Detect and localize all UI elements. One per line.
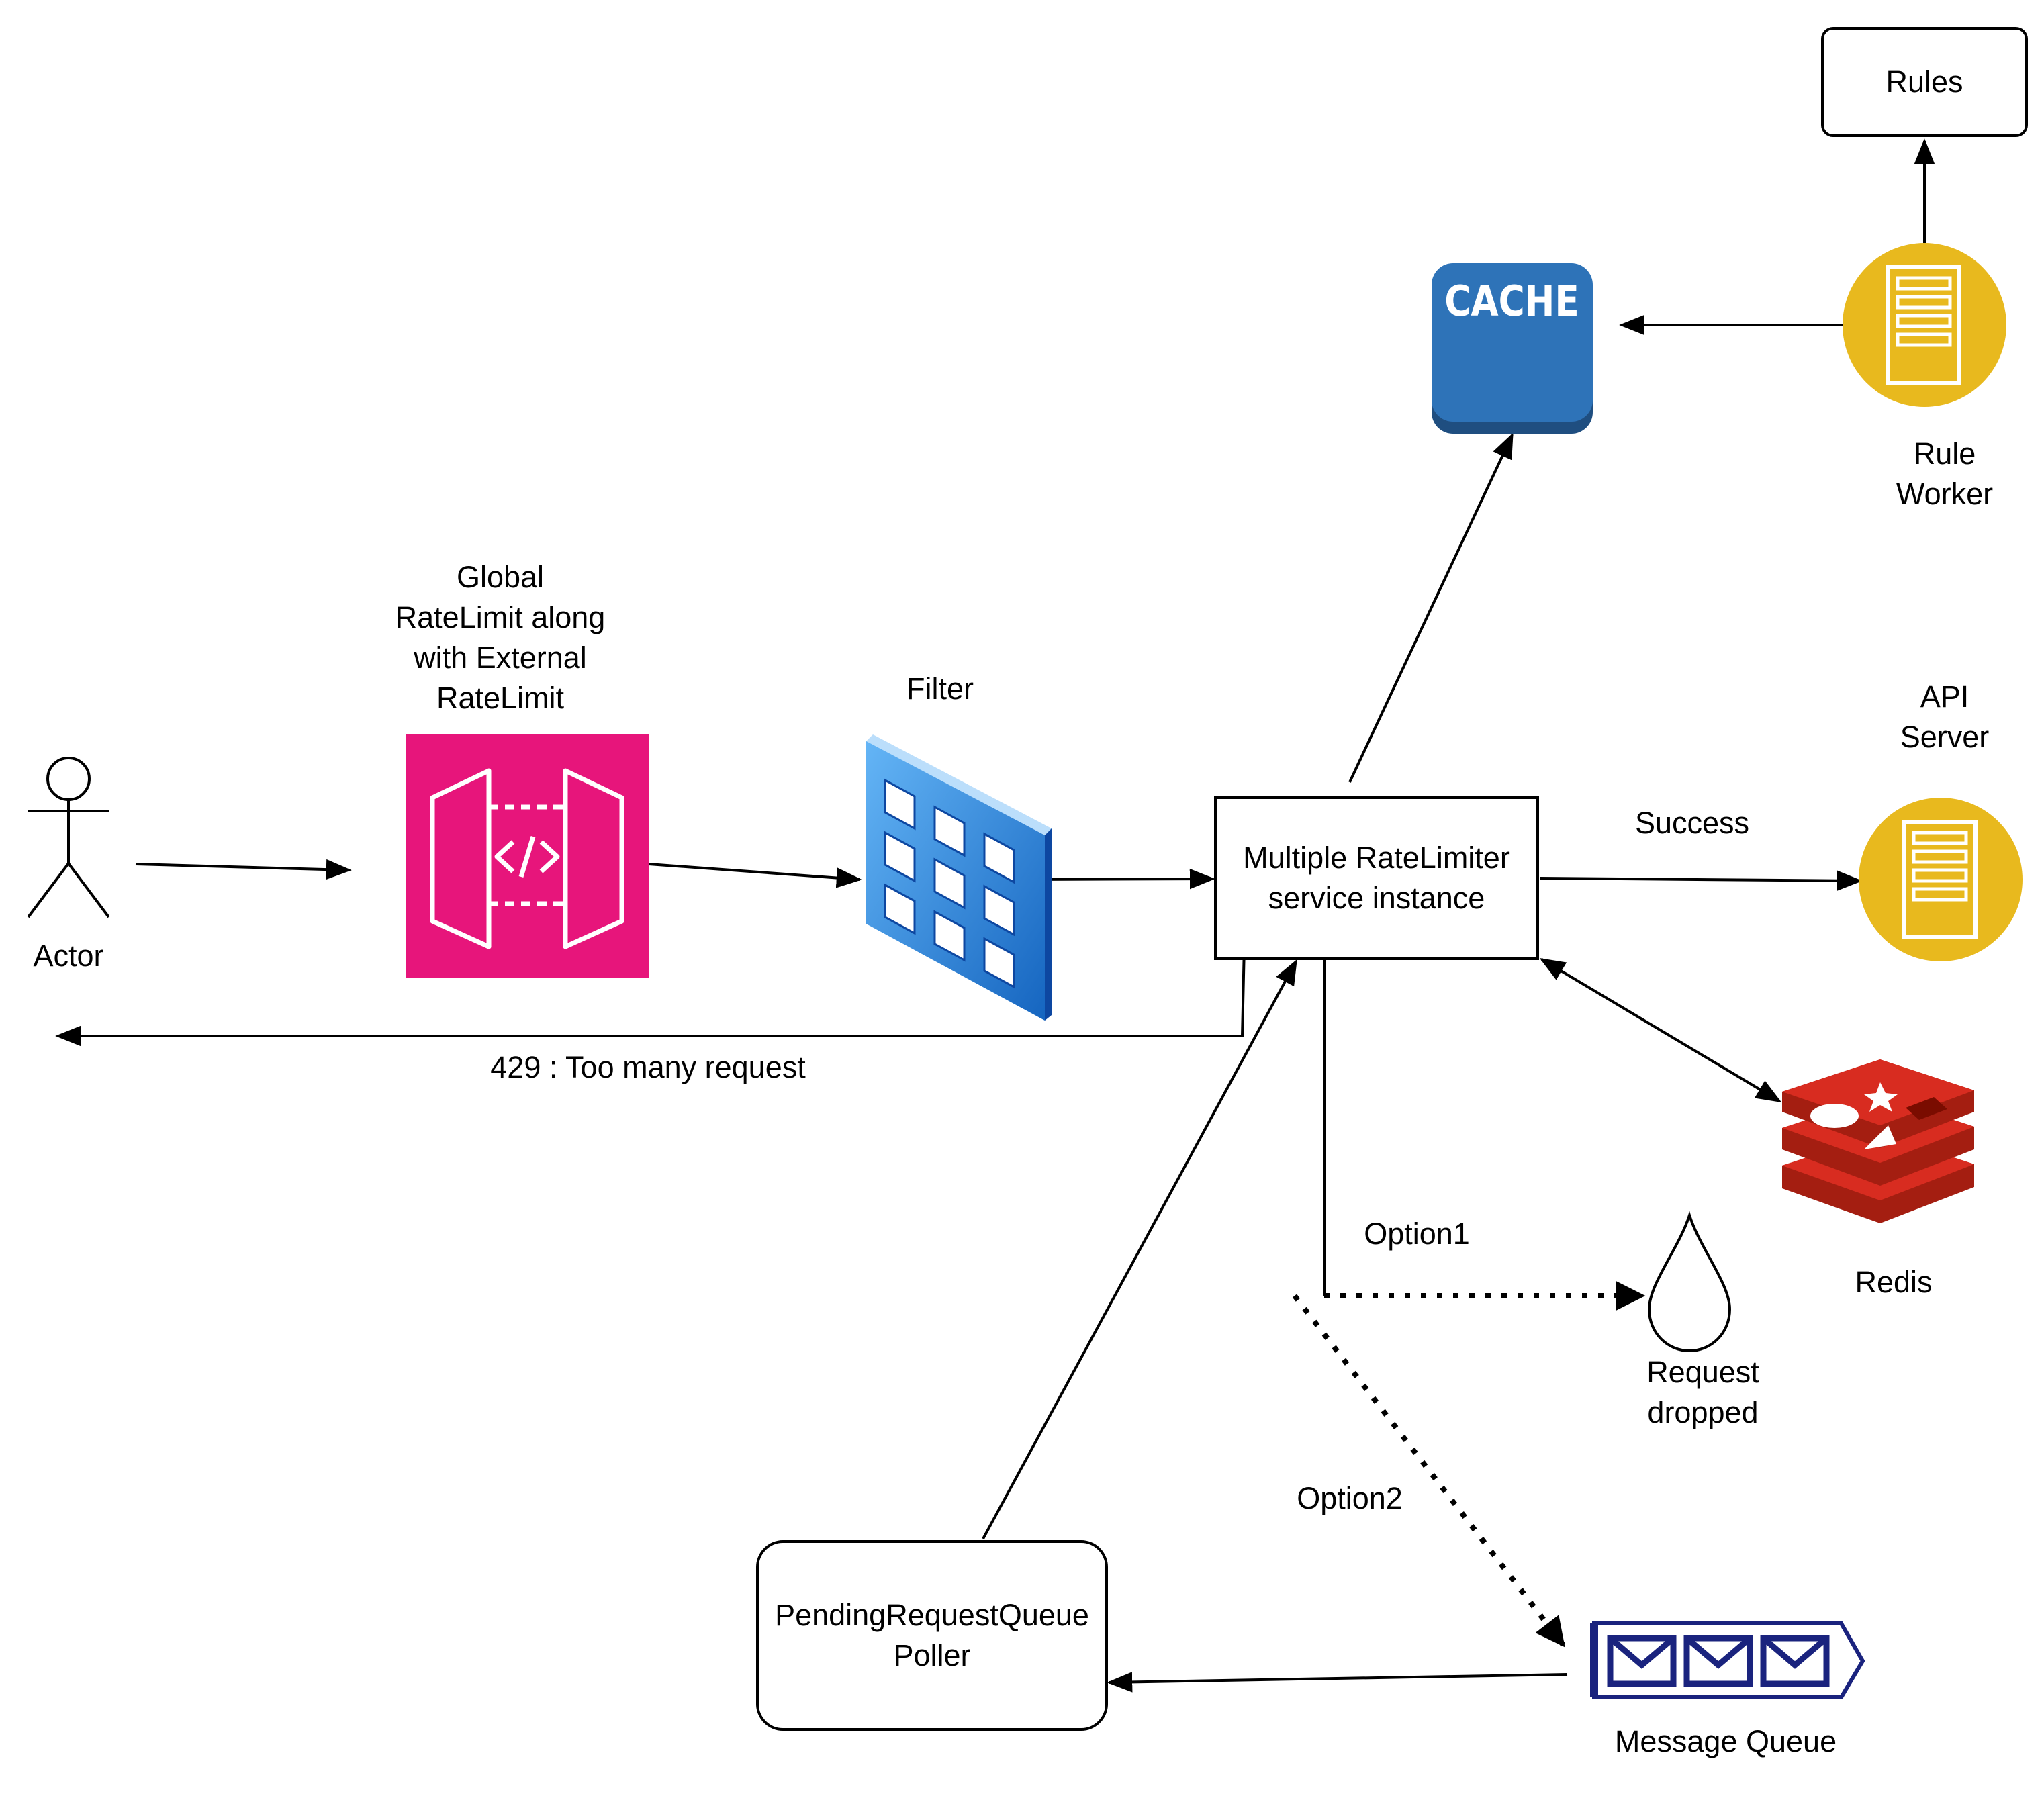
ratelimiter-box[interactable]: Multiple RateLimiter service instance [1214,796,1539,960]
edge-label-option1: Option1 [1364,1217,1470,1251]
gateway-label: Global RateLimit along with External Rat… [395,560,606,715]
edge-actor-gateway [135,859,352,880]
edges [55,138,1935,1693]
api-gateway-icon [406,734,649,978]
message-queue-label: Message Queue [1614,1724,1837,1758]
drop-icon [1647,1211,1732,1353]
edge-429-response [55,945,1246,1047]
actor-label: Actor [33,939,104,973]
message-queue-icon [1590,1621,1865,1699]
edge-poller-ratelimiter [982,959,1297,1539]
stick-figure-icon [27,757,110,918]
edge-label-option2: Option2 [1297,1481,1403,1515]
redis-icon [1782,1059,1974,1223]
edge-gateway-filter [648,863,862,888]
cache-label: CACHE [1444,277,1579,326]
firewall-icon [866,734,1052,1021]
rules-box[interactable]: Rules [1821,27,2028,137]
redis-label: Redis [1855,1265,1933,1299]
request-dropped-label: Request dropped [1646,1355,1759,1429]
api-server-label: API Server [1900,679,1990,754]
rule-worker-label: Rule Worker [1896,436,1994,511]
edge-ratelimiter-cache [1348,432,1514,783]
edge-label-success: Success [1634,806,1750,840]
edge-option2-dotted [1292,1294,1566,1648]
edge-ratelimiter-redis [1539,958,1782,1102]
filter-label: Filter [907,671,974,706]
server-icon [1843,243,2006,407]
api-server-icon [1859,798,2023,961]
edge-ratelimiter-api [1540,870,1863,891]
edge-filter-ratelimiter [1021,868,1215,890]
edge-label-429: 429 : Too many request [490,1050,806,1084]
cache-icon: CACHE [1432,263,1593,434]
edge-queue-poller [1107,1672,1568,1693]
poller-box[interactable]: PendingRequestQueue Poller [756,1540,1108,1731]
